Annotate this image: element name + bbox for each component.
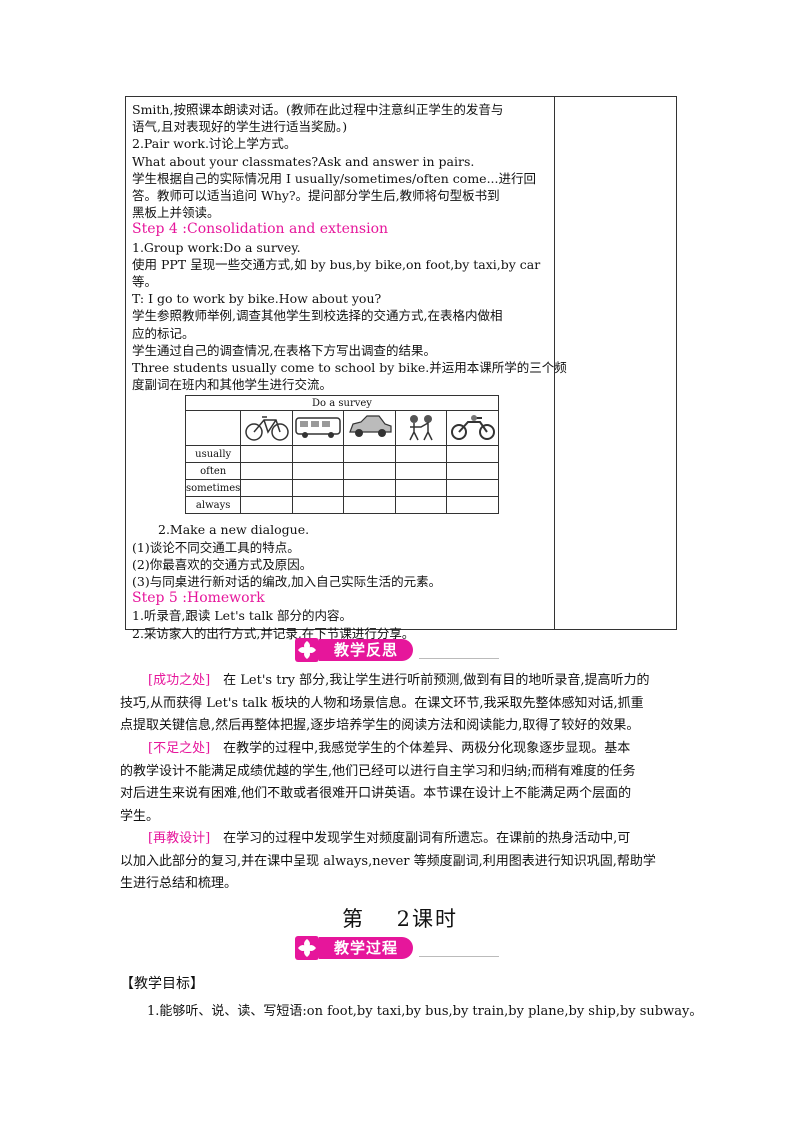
text-line: Three students usually come to school by… [132, 360, 567, 376]
text-line: 学生。 [120, 808, 160, 824]
text-line: 2.Pair work.讨论上学方式。 [132, 136, 297, 152]
text-line: What about your classmates?Ask and answe… [132, 153, 475, 169]
text-line: 学生参照教师举例,调查其他学生到校选择的交通方式,在表格内做相 [132, 308, 503, 324]
procedure-cell: Smith,按照课本朗读对话。(教师在此过程中注意纠正学生的发音与 语气,且对表… [132, 101, 567, 642]
flower-logo-icon [295, 936, 319, 960]
section-tag: [成功之处] [148, 673, 211, 688]
goal-item: 1.能够听、说、读、写短语:on foot,by taxi,by bus,by … [147, 1004, 703, 1019]
text-line: 在 Let's try 部分,我让学生进行听前预测,做到有目的地听录音,提高听力… [223, 673, 650, 688]
survey-title: Do a survey [185, 395, 499, 412]
goals-heading: 【教学目标】 [120, 976, 204, 992]
reflection-banner: 教学反思 [295, 638, 499, 664]
text-line: 对后进生来说有困难,他们不敢或者很难开口讲英语。本节课在设计上不能满足两个层面的 [120, 786, 632, 801]
text-line: 生进行总结和梳理。 [120, 876, 238, 891]
text-line: 以加入此部分的复习,并在课中呈现 always,never 等频度副词,利用图表… [120, 853, 656, 869]
survey-row-label: usually [184, 445, 242, 464]
text-line: 应的标记。 [132, 325, 195, 341]
section-tag: [再教设计] [148, 831, 211, 846]
banner-label: 教学过程 [319, 937, 413, 959]
car-icon [343, 410, 396, 447]
text-line: (2)你最喜欢的交通方式及原因。 [132, 556, 313, 572]
text-line: (1)谈论不同交通工具的特点。 [132, 539, 300, 555]
motorbike-icon [446, 410, 499, 447]
text-line: 语气,且对表现好的学生进行适当奖励。) [132, 119, 348, 135]
process-banner: 教学过程 [295, 936, 499, 962]
walking-kids-icon [394, 410, 448, 447]
section-tag: [不足之处] [148, 741, 211, 756]
survey-area: Do a survey [132, 393, 552, 521]
text-line: 2.Make a new dialogue. [158, 522, 310, 538]
text-line: 1.听录音,跟读 Let's talk 部分的内容。 [132, 608, 352, 624]
step5-heading: Step 5 :Homework [132, 590, 265, 607]
bus-icon [291, 410, 345, 447]
banner-label: 教学反思 [319, 639, 413, 661]
text-line: Smith,按照课本朗读对话。(教师在此过程中注意纠正学生的发音与 [132, 102, 504, 117]
text-line: 技巧,从而获得 Let's talk 板块的人物和场景信息。在课文环节,我采取先… [120, 695, 644, 711]
text-line: 学生通过自己的调查情况,在表格下方写出调查的结果。 [132, 342, 436, 358]
text-line: 1.Group work:Do a survey. [132, 239, 301, 255]
text-line: 答。教师可以适当追问 Why?。提问部分学生后,教师将句型板书到 [132, 188, 500, 204]
text-line: 等。 [132, 274, 158, 290]
step4-heading: Step 4 :Consolidation and extension [132, 221, 389, 238]
survey-row-label: often [184, 462, 242, 481]
reflection-shortcoming: [不足之处] 在教学的过程中,我感觉学生的个体差异、两极分化现象逐步显现。基本 … [120, 738, 680, 828]
text-line: T: I go to work by bike.How about you? [132, 291, 382, 307]
survey-row-label: sometimes [184, 479, 242, 498]
text-line: 在教学的过程中,我感觉学生的个体差异、两极分化现象逐步显现。基本 [223, 741, 631, 756]
lesson-plan-table: Smith,按照课本朗读对话。(教师在此过程中注意纠正学生的发音与 语气,且对表… [125, 96, 677, 641]
reflection-success: [成功之处] 在 Let's try 部分,我让学生进行听前预测,做到有目的地听… [120, 670, 680, 738]
flower-logo-icon [295, 638, 319, 662]
reflection-redesign: [再教设计] 在学习的过程中发现学生对频度副词有所遗忘。在课前的热身活动中,可 … [120, 828, 680, 896]
text-line: 点提取关键信息,然后再整体把握,逐步培养学生的阅读方法和阅读能力,取得了较好的效… [120, 718, 640, 733]
text-line: 使用 PPT 呈现一些交通方式,如 by bus,by bike,on foot… [132, 256, 541, 272]
bike-icon [240, 410, 293, 447]
text-line: 学生根据自己的实际情况用 I usually/sometimes/often c… [132, 170, 537, 186]
text-line: 的教学设计不能满足成绩优越的学生,他们已经可以进行自主学习和归纳;而稍有难度的任… [120, 763, 636, 779]
text-line: 2.采访家人的出行方式,并记录,在下节课进行分享。 [132, 625, 415, 641]
text-line: 度副词在班内和其他学生进行交流。 [132, 377, 333, 393]
lesson-title: 第 2课时 [341, 907, 459, 931]
text-line: 在学习的过程中发现学生对频度副词有所遗忘。在课前的热身活动中,可 [223, 831, 631, 846]
survey-table: Do a survey [184, 395, 499, 515]
text-line: 黑板上并领读。 [132, 205, 220, 221]
survey-row-label: always [184, 496, 242, 515]
text-line: (3)与同桌进行新对话的编改,加入自己实际生活的元素。 [132, 574, 442, 590]
column-divider [554, 97, 555, 629]
